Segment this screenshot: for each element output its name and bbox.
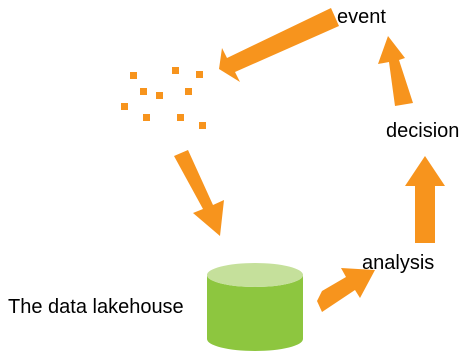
data-point — [121, 103, 128, 110]
arrow-event-to-data — [219, 8, 339, 82]
cylinder-body — [207, 275, 303, 351]
data-point — [177, 114, 184, 121]
arrow-decision-to-event — [378, 36, 413, 106]
data-point — [130, 72, 137, 79]
label-decision: decision — [386, 120, 460, 142]
cylinder-top — [207, 263, 303, 287]
data-point — [185, 88, 192, 95]
data-point — [140, 88, 147, 95]
label-event: event — [337, 6, 386, 28]
data-point — [156, 92, 163, 99]
arrow-analysis-to-decision — [405, 156, 445, 243]
data-point — [199, 122, 206, 129]
lakehouse-cylinder — [207, 263, 303, 351]
arrow-data-to-lakehouse — [174, 150, 224, 236]
data-point — [172, 67, 179, 74]
label-lakehouse: The data lakehouse — [8, 296, 184, 318]
data-points-cluster — [121, 67, 206, 129]
arrow-lakehouse-to-analysis — [317, 268, 375, 312]
data-point — [143, 114, 150, 121]
data-point — [196, 71, 203, 78]
label-analysis: analysis — [362, 252, 435, 274]
